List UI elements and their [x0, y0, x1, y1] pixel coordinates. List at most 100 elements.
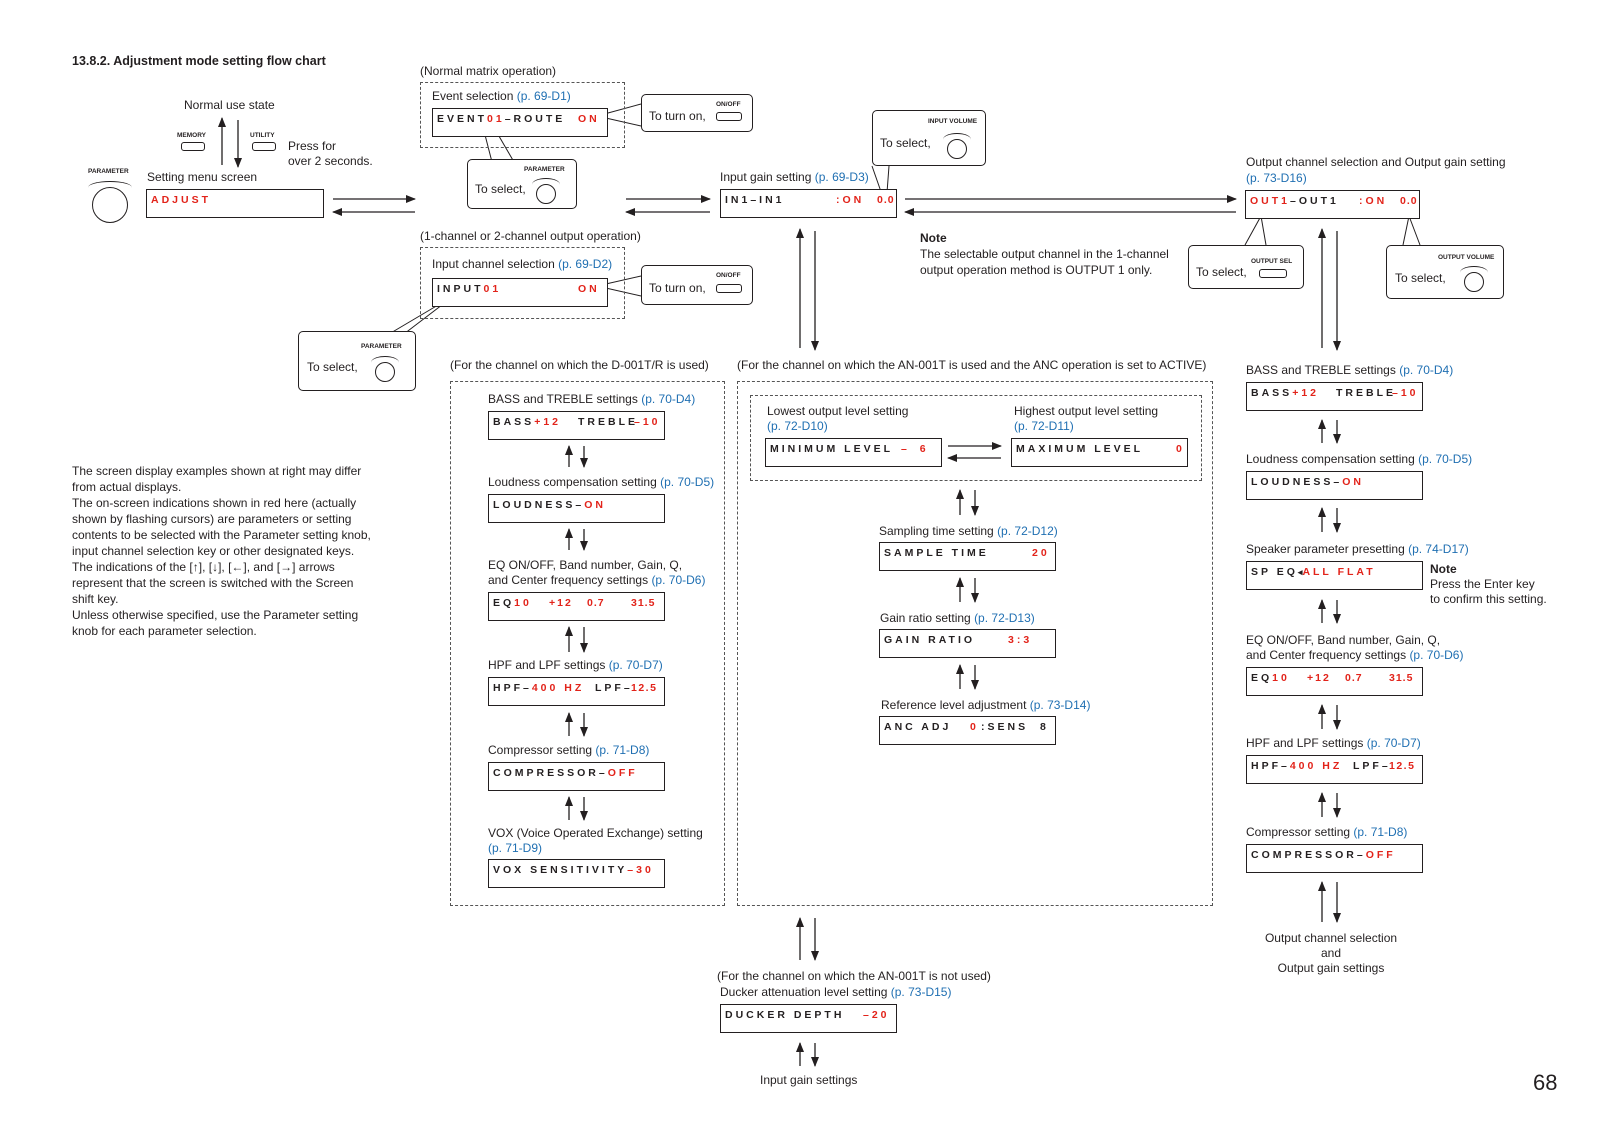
parameter-knob-icon — [88, 181, 132, 223]
parameter-knob-icon — [532, 178, 560, 204]
right-eq-lcd: EQ10 +12 0.7 31.5 — [1246, 667, 1423, 696]
ducker-bottom-label: Input gain settings — [760, 1073, 858, 1087]
d001-bass-lcd: BASS+12 TREBLE–10 — [488, 411, 665, 440]
utility-key-icon — [252, 142, 276, 151]
input-gain-label: Input gain setting (p. 69-D3) — [720, 170, 869, 184]
d001-hpf-lcd: HPF–400 HZ LPF–12.5 — [488, 677, 665, 706]
parameter-knob-label: PARAMETER — [524, 166, 565, 173]
input-volume-callout: INPUT VOLUME To select, — [872, 110, 986, 166]
adjust-text: ADJUST — [151, 194, 212, 206]
normal-use-state-label: Normal use state — [184, 98, 275, 112]
note-line-1: The selectable output channel in the 1-c… — [920, 247, 1169, 261]
paragraph-line: contents to be selected with the Paramet… — [72, 528, 371, 542]
input-channel-lcd: INPUT01 ON — [432, 278, 608, 307]
d001-hpf-label: HPF and LPF settings (p. 70-D7) — [488, 658, 663, 672]
right-note-line-1: Press the Enter key — [1430, 577, 1535, 591]
right-loudness-label: Loudness compensation setting (p. 70-D5) — [1246, 452, 1473, 466]
anc-heading: (For the channel on which the AN-001T is… — [737, 358, 1207, 372]
output-op-heading: (1-channel or 2-channel output operation… — [420, 229, 641, 243]
output-sel-key-icon — [1259, 269, 1287, 278]
output-volume-callout: OUTPUT VOLUME To select, — [1386, 245, 1504, 299]
paragraph-line: input channel selection key or other des… — [72, 544, 355, 558]
normal-matrix-heading: (Normal matrix operation) — [420, 64, 557, 78]
paragraph-line: The screen display examples shown at rig… — [72, 464, 362, 478]
paragraph-line: shown by flashing cursors) are parameter… — [72, 512, 352, 526]
event-selection-label: Event selection (p. 69-D1) — [432, 89, 571, 103]
right-speaker-label: Speaker parameter presetting (p. 74-D17) — [1246, 542, 1469, 556]
page-number: 68 — [1533, 1070, 1558, 1095]
paragraph-line: The on-screen indications shown in red h… — [72, 496, 357, 510]
paragraph-line: shift key. — [72, 592, 119, 606]
input-select-callout: PARAMETER To select, — [298, 331, 416, 391]
onoff-key-icon — [716, 112, 742, 121]
right-loudness-lcd: LOUDNESS–ON — [1246, 471, 1423, 500]
anc-highest-label: Highest output level setting — [1014, 404, 1159, 418]
right-compressor-lcd: COMPRESSOR–OFF — [1246, 844, 1423, 873]
anc-ref-label: Reference level adjustment (p. 73-D14) — [881, 698, 1091, 712]
note-line-2: output operation method is OUTPUT 1 only… — [920, 263, 1153, 277]
d001-eq-lcd: EQ10 +12 0.7 31.5 — [488, 592, 665, 621]
output-volume-label: OUTPUT VOLUME — [1438, 254, 1495, 261]
right-bottom-line-2: and — [1320, 946, 1342, 960]
d001-bass-label: BASS and TREBLE settings (p. 70-D4) — [488, 392, 696, 406]
parameter-knob-label: PARAMETER — [361, 343, 402, 350]
right-bottom-line-3: Output gain settings — [1277, 961, 1385, 975]
memory-key-label: MEMORY — [177, 132, 207, 139]
d001-compressor-lcd: COMPRESSOR–OFF — [488, 762, 665, 791]
paragraph-line: The indications of the [↑], [↓], [←], an… — [72, 560, 335, 574]
paragraph-line: represent that the screen is switched wi… — [72, 576, 354, 590]
anc-box — [737, 381, 1213, 906]
note-title: Note — [920, 231, 947, 245]
anc-sample-lcd: SAMPLE TIME 20 — [879, 542, 1056, 571]
right-note-title: Note — [1430, 562, 1457, 576]
ducker-heading: (For the channel on which the AN-001T is… — [717, 969, 991, 983]
right-eq-label-2: and Center frequency settings (p. 70-D6) — [1246, 648, 1464, 662]
d001-box — [450, 381, 725, 906]
d001-loudness-lcd: LOUDNESS–ON — [488, 494, 665, 523]
output-channel-lcd: OUT1–OUT1 :ON 0.0 — [1245, 190, 1420, 219]
event-turn-on-callout: To turn on, ON/OFF — [641, 94, 753, 132]
anc-lowest-label: Lowest output level setting — [767, 404, 909, 418]
over-2-seconds-label: over 2 seconds. — [288, 154, 373, 168]
output-op-box — [420, 247, 625, 319]
right-bass-lcd: BASS+12 TREBLE–10 — [1246, 382, 1423, 411]
input-turn-on-callout: To turn on, ON/OFF — [641, 265, 753, 305]
d001-heading: (For the channel on which the D-001T/R i… — [450, 358, 709, 372]
right-bass-label: BASS and TREBLE settings (p. 70-D4) — [1246, 363, 1454, 377]
right-hpf-lcd: HPF–400 HZ LPF–12.5 — [1246, 755, 1423, 784]
right-bottom-line-1: Output channel selection — [1264, 931, 1398, 945]
anc-gain-label: Gain ratio setting (p. 72-D13) — [880, 611, 1035, 625]
output-sel-label: OUTPUT SEL — [1251, 258, 1293, 265]
parameter-knob-label: PARAMETER — [88, 168, 129, 175]
ducker-label: Ducker attenuation level setting (p. 73-… — [720, 985, 952, 999]
input-gain-lcd: IN1–IN1 :ON 0.0 — [720, 189, 897, 218]
d001-vox-label: VOX (Voice Operated Exchange) setting — [488, 826, 703, 840]
right-note-line-2: to confirm this setting. — [1430, 592, 1547, 606]
onoff-key-icon — [716, 284, 742, 293]
setting-menu-screen-label: Setting menu screen — [147, 170, 258, 184]
output-volume-knob-icon — [1460, 266, 1488, 292]
anc-level-box — [750, 395, 1202, 481]
onoff-key-label: ON/OFF — [716, 272, 741, 279]
anc-max-lcd: MAXIMUM LEVEL 0 — [1011, 438, 1188, 467]
d001-vox-ref: (p. 71-D9) — [488, 841, 543, 855]
d001-eq-label-1: EQ ON/OFF, Band number, Gain, Q, — [488, 558, 683, 572]
right-speaker-lcd: SP EQ◂ALL FLAT — [1246, 561, 1423, 590]
anc-min-lcd: MINIMUM LEVEL – 6 — [765, 438, 942, 467]
cursor-arrow-icon: ◂ — [1297, 567, 1303, 577]
d001-loudness-label: Loudness compensation setting (p. 70-D5) — [488, 475, 715, 489]
d001-compressor-label: Compressor setting (p. 71-D8) — [488, 743, 650, 757]
right-eq-label-1: EQ ON/OFF, Band number, Gain, Q, — [1246, 633, 1441, 647]
onoff-key-label: ON/OFF — [716, 101, 741, 108]
event-lcd: EVENT01–ROUTE ON — [432, 108, 608, 137]
output-sel-callout: OUTPUT SEL To select, — [1188, 245, 1304, 289]
anc-sampling-label: Sampling time setting (p. 72-D12) — [879, 524, 1058, 538]
d001-vox-lcd: VOX SENSITIVITY–30 — [488, 859, 665, 888]
anc-lowest-ref: (p. 72-D10) — [767, 419, 828, 433]
press-for-label: Press for — [288, 139, 337, 153]
ducker-lcd: DUCKER DEPTH –20 — [720, 1004, 897, 1033]
memory-key-icon — [181, 142, 205, 151]
anc-highest-ref: (p. 72-D11) — [1014, 419, 1074, 433]
anc-ref-lcd: ANC ADJ 0 :SENS 8 — [879, 716, 1056, 745]
